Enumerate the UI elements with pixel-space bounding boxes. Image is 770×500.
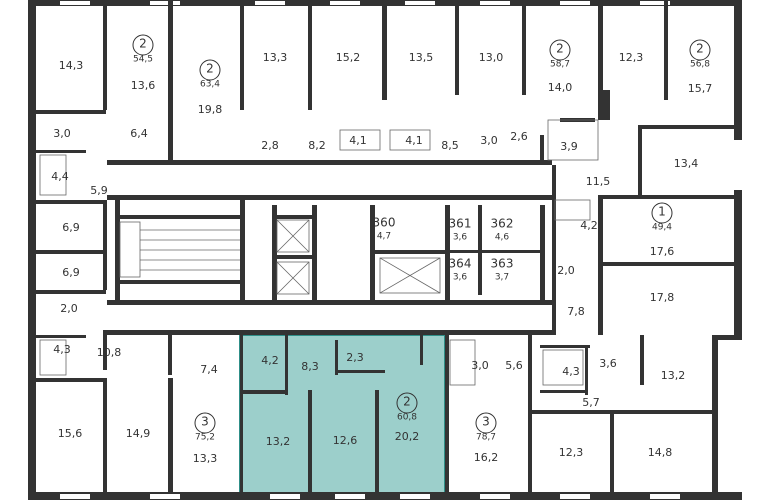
room-area-label: 16,2 (474, 451, 499, 464)
apartment-marker-circle (396, 392, 418, 414)
apartment-marker-circle (651, 202, 673, 224)
apartment-total-area: 58,7 (550, 60, 570, 70)
room-area-label: 7,4 (200, 363, 218, 376)
storage-unit-number: 360 (373, 216, 396, 230)
apartment-room-count: 2 (403, 395, 411, 409)
room-area-label: 13,6 (131, 79, 156, 92)
room-area-label: 4,1 (405, 134, 423, 147)
room-area-label: 2,6 (510, 130, 528, 143)
room-area-label: 13,2 (661, 369, 686, 382)
room-area-label: 8,5 (441, 139, 459, 152)
room-area-label: 2,0 (557, 264, 575, 277)
room-area-label: 2,0 (60, 302, 78, 315)
room-area-label: 15,7 (688, 82, 713, 95)
room-area-label: 5,7 (582, 396, 600, 409)
room-area-label: 3,9 (560, 140, 578, 153)
apartment-total-area: 54,5 (133, 55, 153, 65)
apartment-marker-circle (475, 412, 497, 434)
apartment-marker-circle (199, 59, 221, 81)
room-area-label: 13,0 (479, 51, 504, 64)
apartment-total-area: 49,4 (652, 223, 672, 233)
storage-unit-area: 4,7 (377, 232, 391, 242)
room-area-label: 4,2 (580, 219, 598, 232)
apartment-room-count: 2 (206, 62, 214, 76)
storage-unit-area: 3,7 (495, 273, 509, 283)
interior-walls (36, 0, 734, 495)
highlighted-apartment-area[interactable] (239, 334, 446, 494)
room-area-label: 8,3 (301, 360, 319, 373)
labels-layer: 2 54,5 2 63,4 2 58,7 2 56,8 1 49,4 3 75,2 2 60,8 3 78,7… (51, 34, 713, 465)
apartment-total-area: 63,4 (200, 80, 220, 90)
storage-unit-area: 3,6 (453, 273, 468, 283)
room-area-label: 17,8 (650, 291, 675, 304)
room-area-label: 13,5 (409, 51, 434, 64)
room-area-label: 4,1 (349, 134, 367, 147)
apartment-room-count: 2 (696, 42, 704, 56)
room-area-label: 12,6 (333, 434, 358, 447)
apartment-room-count: 2 (139, 37, 147, 51)
apartment-marker-circle (549, 39, 571, 61)
apartment-total-area: 78,7 (476, 433, 496, 443)
apartment-room-count: 2 (556, 42, 564, 56)
storage-unit-number: 364 (449, 257, 472, 271)
apartment-room-count: 3 (482, 415, 490, 429)
storage-unit-number: 361 (449, 217, 472, 231)
fixtures (39, 119, 599, 386)
room-area-label: 13,3 (263, 51, 288, 64)
room-area-label: 3,0 (471, 359, 489, 372)
room-area-label: 4,2 (261, 354, 279, 367)
storage-unit-number: 362 (491, 217, 514, 231)
room-area-label: 14,0 (548, 81, 573, 94)
apartment-room-count: 3 (201, 415, 209, 429)
apartment-total-area: 56,8 (690, 60, 710, 70)
room-area-label: 17,6 (650, 245, 675, 258)
room-area-label: 12,3 (559, 446, 584, 459)
storage-unit-number: 363 (491, 257, 514, 271)
room-area-label: 13,4 (674, 157, 699, 170)
storage-unit-area: 4,6 (495, 233, 510, 243)
room-area-label: 4,4 (51, 170, 69, 183)
room-area-label: 2,3 (346, 351, 364, 364)
room-area-label: 12,3 (619, 51, 644, 64)
room-area-label: 6,9 (62, 221, 80, 234)
room-area-label: 4,3 (562, 365, 580, 378)
storage-unit-area: 3,6 (453, 233, 468, 243)
room-area-label: 14,9 (126, 427, 151, 440)
room-area-label: 5,9 (90, 184, 108, 197)
apartment-marker-circle (689, 39, 711, 61)
room-area-label: 3,0 (480, 134, 498, 147)
room-area-label: 6,9 (62, 266, 80, 279)
apartment-total-area: 60,8 (397, 413, 417, 423)
room-area-label: 7,8 (567, 305, 585, 318)
room-area-label: 13,2 (266, 435, 291, 448)
room-area-label: 3,6 (599, 357, 617, 370)
room-area-label: 14,3 (59, 59, 84, 72)
room-area-label: 19,8 (198, 103, 223, 116)
room-area-label: 5,6 (505, 359, 523, 372)
room-area-label: 15,6 (58, 427, 83, 440)
room-area-label: 15,2 (336, 51, 361, 64)
top-windows (60, 1, 680, 499)
room-area-label: 6,4 (130, 127, 148, 140)
apartment-marker-circle (194, 412, 216, 434)
apartment-room-count: 1 (658, 205, 666, 219)
room-area-label: 11,5 (586, 175, 611, 188)
room-area-label: 8,2 (308, 139, 326, 152)
apartment-marker-circle (132, 34, 154, 56)
highlighted-apartment[interactable] (239, 334, 446, 494)
apartment-total-area: 75,2 (195, 433, 215, 443)
room-area-label: 10,8 (97, 346, 122, 359)
room-area-label: 20,2 (395, 430, 420, 443)
room-area-label: 2,8 (261, 139, 279, 152)
room-area-label: 3,0 (53, 127, 71, 140)
room-area-label: 13,3 (193, 452, 218, 465)
room-area-label: 4,3 (53, 343, 71, 356)
room-area-label: 14,8 (648, 446, 673, 459)
